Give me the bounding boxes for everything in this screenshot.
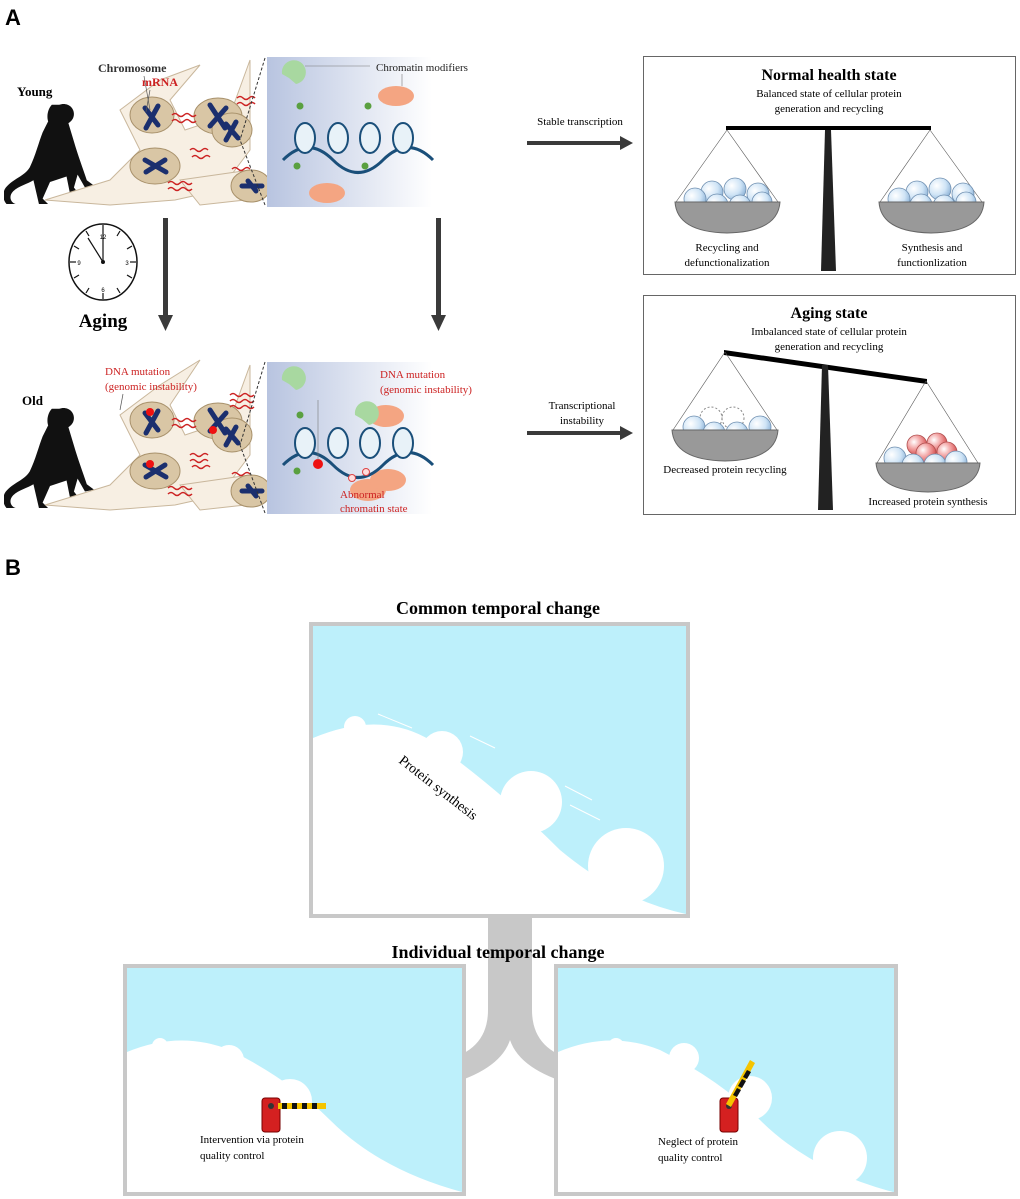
fork-arrow bbox=[412, 915, 608, 1100]
normal-state-title: Normal health state bbox=[761, 67, 896, 84]
intervention-label-1: Intervention via protein bbox=[200, 1134, 304, 1146]
old-cells bbox=[44, 359, 272, 511]
panel-b-label: B bbox=[5, 555, 21, 580]
normal-state-subtitle-1: Balanced state of cellular protein bbox=[756, 88, 902, 100]
normal-right-label-2: functionlization bbox=[897, 257, 967, 269]
aging-arrow-cells bbox=[158, 218, 173, 331]
chromosome-label: Chromosome bbox=[98, 61, 167, 75]
aging-left-label: Decreased protein recycling bbox=[663, 464, 787, 476]
barrier-open-icon bbox=[719, 1060, 755, 1133]
clock-icon bbox=[68, 223, 138, 301]
aging-state-subtitle-1: Imbalanced state of cellular protein bbox=[751, 326, 907, 338]
chromatin-young bbox=[281, 60, 435, 203]
aging-right-label: Increased protein synthesis bbox=[868, 496, 987, 508]
clock-6: 6 bbox=[101, 288, 105, 294]
aging-state-subtitle-2: generation and recycling bbox=[775, 341, 884, 353]
abnormal-chromatin-line2: chromatin state bbox=[340, 503, 408, 515]
mrna-label: mRNA bbox=[142, 75, 178, 89]
normal-left-label-1: Recycling and bbox=[695, 242, 759, 254]
common-slope-panel bbox=[309, 622, 690, 918]
transcriptional-instability-arrow bbox=[527, 426, 633, 440]
normal-left-label-2: defunctionalization bbox=[685, 257, 770, 269]
dna-mutation-cells-line2: (genomic instability) bbox=[105, 381, 197, 393]
aging-arrow-chromatin bbox=[431, 218, 446, 331]
barrier-closed-icon bbox=[261, 1097, 326, 1133]
stable-transcription-label: Stable transcription bbox=[537, 116, 623, 128]
aging-state-title: Aging state bbox=[791, 305, 868, 322]
intervention-label-2: quality control bbox=[200, 1150, 264, 1162]
transcriptional-instability-line1: Transcriptional bbox=[549, 400, 616, 412]
abnormal-chromatin-line1: Abnormal bbox=[340, 489, 385, 501]
imbalanced-scale bbox=[671, 350, 981, 510]
stable-transcription-arrow bbox=[527, 136, 633, 150]
old-label: Old bbox=[22, 393, 44, 408]
individual-temporal-change-title: Individual temporal change bbox=[391, 942, 604, 962]
dna-mutation-chromatin-line2: (genomic instability) bbox=[380, 384, 472, 396]
intervention-panel bbox=[123, 964, 466, 1196]
clock-9: 9 bbox=[77, 261, 81, 267]
young-label: Young bbox=[17, 84, 53, 99]
normal-right-label-1: Synthesis and bbox=[902, 242, 963, 254]
neglect-label-2: quality control bbox=[658, 1152, 722, 1164]
dna-mutation-chromatin-line1: DNA mutation bbox=[380, 369, 446, 381]
clock-12: 12 bbox=[100, 235, 107, 241]
normal-state-subtitle-2: generation and recycling bbox=[775, 103, 884, 115]
panel-a-label: A bbox=[5, 5, 21, 30]
clock-3: 3 bbox=[125, 261, 129, 267]
chromatin-modifiers-label: Chromatin modifiers bbox=[376, 62, 468, 74]
neglect-label-1: Neglect of protein bbox=[658, 1136, 739, 1148]
common-temporal-change-title: Common temporal change bbox=[396, 598, 600, 618]
dna-mutation-cells-line1: DNA mutation bbox=[105, 366, 171, 378]
balanced-scale bbox=[674, 126, 985, 271]
chromatin-old bbox=[281, 366, 435, 501]
aging-label: Aging bbox=[79, 311, 128, 332]
neglect-panel bbox=[554, 964, 898, 1196]
young-cells bbox=[44, 59, 272, 206]
transcriptional-instability-line2: instability bbox=[560, 415, 605, 427]
